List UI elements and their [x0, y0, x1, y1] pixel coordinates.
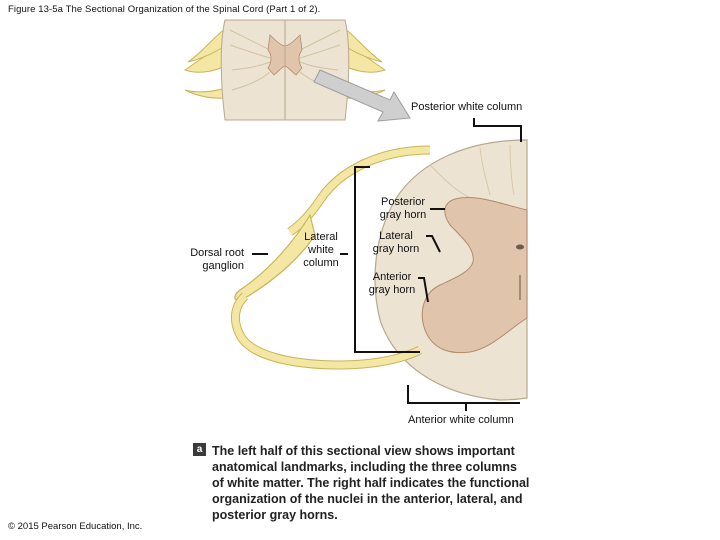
- label-dorsal-root-ganglion: Dorsal root ganglion: [180, 247, 244, 273]
- label-anterior-white-column: Anterior white column: [408, 414, 514, 427]
- caption-badge: a: [193, 443, 206, 456]
- label-lateral-gray-horn: Lateral gray horn: [367, 230, 425, 256]
- label-posterior-white-column: Posterior white column: [411, 101, 522, 114]
- figure-caption: The left half of this sectional view sho…: [212, 443, 532, 523]
- label-lateral-white-column: Lateral white column: [300, 231, 342, 270]
- label-posterior-gray-horn: Posterior gray horn: [374, 196, 432, 222]
- thumbnail-spinal-cord: [185, 20, 385, 120]
- label-anterior-gray-horn: Anterior gray horn: [368, 271, 416, 297]
- copyright-notice: © 2015 Pearson Education, Inc.: [8, 521, 142, 532]
